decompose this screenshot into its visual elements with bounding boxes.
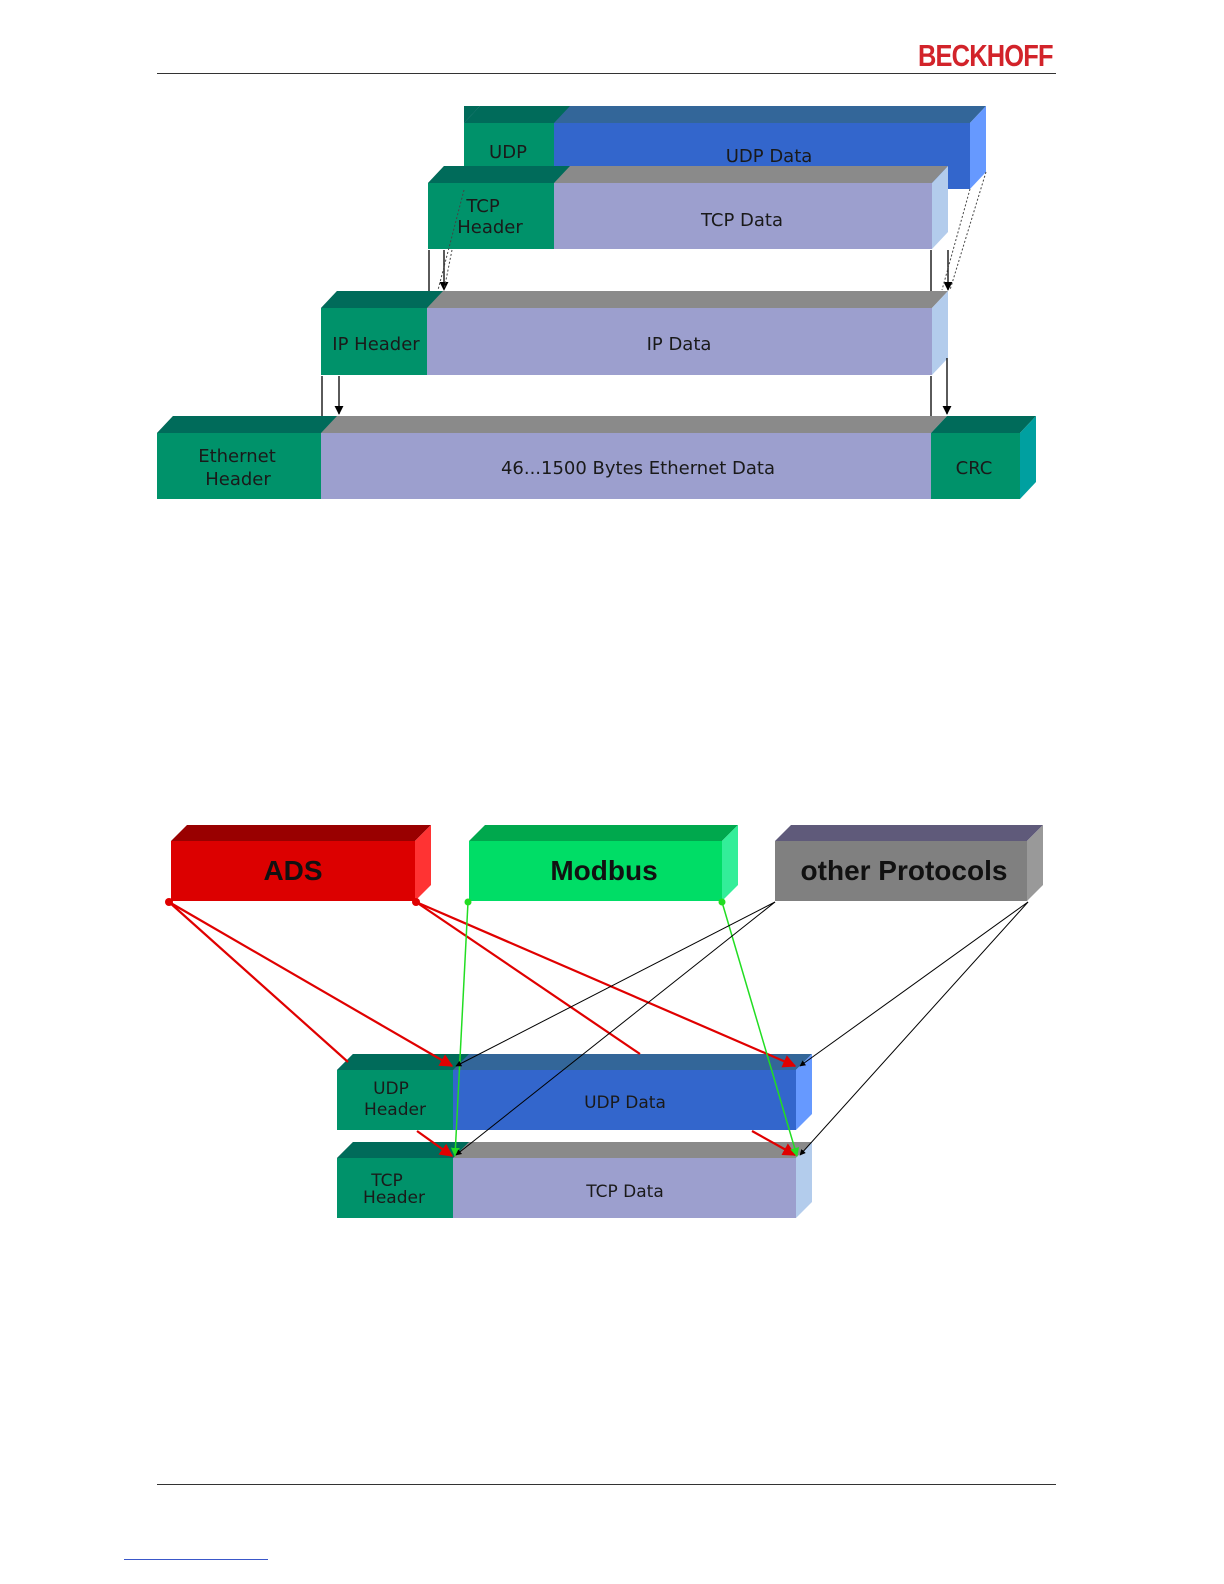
tcp-frame-2: TCP Header TCP Data (337, 1142, 812, 1218)
encapsulation-diagram: UDP UDP Data TCP Header TCP Data (157, 106, 1036, 499)
udp-data-label-2: UDP Data (584, 1093, 666, 1113)
ethernet-data-label: 46...1500 Bytes Ethernet Data (501, 458, 775, 479)
ads-label: ADS (263, 855, 322, 886)
ads-box: ADS (171, 825, 431, 901)
tcp-data-label-2: TCP Data (585, 1182, 664, 1202)
tcp-header-label-2: Header (457, 217, 523, 238)
tcp-frame: TCP Header TCP Data (428, 166, 948, 249)
udp-header-label: UDP (489, 142, 527, 163)
ethernet-header-label-2: Header (205, 469, 271, 490)
udp-frame-2: UDP Header UDP Data (337, 1054, 812, 1130)
ip-header-label: IP Header (332, 334, 420, 355)
tcp-data-label: TCP Data (700, 210, 783, 231)
udp-header-label-2b: Header (364, 1100, 426, 1120)
ip-frame: IP Header IP Data (321, 291, 948, 375)
modbus-box: Modbus (469, 825, 738, 901)
tcp-header-label-1: TCP (465, 196, 500, 217)
udp-header-label-2a: UDP (373, 1079, 409, 1099)
other-protocols-box: other Protocols (775, 825, 1043, 901)
other-protocols-label: other Protocols (801, 855, 1008, 886)
crc-label: CRC (956, 458, 993, 479)
modbus-label: Modbus (550, 855, 657, 886)
protocol-mapping-diagram: ADS Modbus other Protocols UDP Header UD… (165, 825, 1043, 1218)
ethernet-frame: Ethernet Header 46...1500 Bytes Ethernet… (157, 416, 1036, 499)
ethernet-header-label-1: Ethernet (198, 446, 276, 467)
udp-data-label: UDP Data (726, 146, 813, 167)
ip-data-label: IP Data (647, 334, 712, 355)
tcp-header-label-2b: Header (363, 1188, 425, 1208)
